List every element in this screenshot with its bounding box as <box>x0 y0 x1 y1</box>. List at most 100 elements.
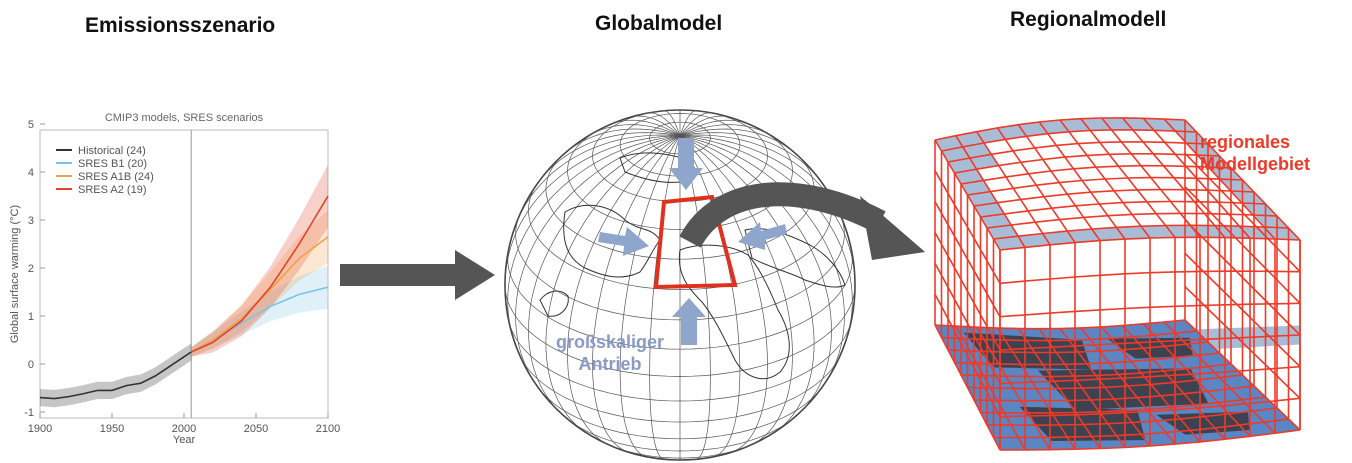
grid-cell <box>1123 201 1157 215</box>
heading-emission-scenario: Emissionsszenario <box>85 14 276 37</box>
flow-arrow-scenario-to-global <box>340 250 495 300</box>
chart-y-axis-label: Global surface warming (°C) <box>9 205 21 343</box>
legend-entry: SRES A1B (24) <box>78 171 154 183</box>
grid-cell <box>1122 117 1154 131</box>
grid-cell <box>1252 215 1289 228</box>
legend-entry: SRES A2 (19) <box>78 184 146 196</box>
grid-cell <box>1091 227 1125 241</box>
forcing-arrow-west <box>598 227 649 256</box>
grid-cell <box>1165 225 1200 238</box>
grid-cell <box>974 202 1005 217</box>
grid-cell <box>1028 171 1060 186</box>
legend-entry: Historical (24) <box>78 145 146 157</box>
grid-cell <box>1028 208 1060 223</box>
grid-cell <box>1064 155 1096 169</box>
regional-label-line1: regionales <box>1200 132 1290 152</box>
grid-cell <box>1034 145 1065 160</box>
grid-cell <box>1208 167 1243 180</box>
grid-cell <box>1082 179 1114 193</box>
y-tick-label: 5 <box>28 119 34 131</box>
forcing-arrow-east <box>738 222 787 250</box>
forcing-arrow-north <box>669 138 703 190</box>
grid-cell <box>984 139 1013 155</box>
grid-cell <box>954 169 984 184</box>
grid-cell <box>1020 159 1051 174</box>
grid-cell <box>948 158 977 173</box>
grid-cell <box>1164 119 1197 132</box>
y-tick-label: -1 <box>24 407 34 419</box>
grid-cell <box>1042 157 1074 171</box>
grid-cell <box>1004 210 1036 225</box>
grid-cell <box>998 162 1029 177</box>
series-line <box>39 351 192 400</box>
grid-cell <box>962 143 992 159</box>
forcing-arrows <box>598 138 787 345</box>
grid-cell <box>1141 225 1175 238</box>
x-tick-label: 2000 <box>172 423 196 435</box>
x-tick-label: 2100 <box>316 423 340 435</box>
grid-cell <box>1230 191 1266 204</box>
globe-model: großskaliger Antrieb <box>504 109 856 461</box>
grid-cell <box>1083 215 1117 229</box>
warming-chart: CMIP3 models, SRES scenarios Global surf… <box>9 112 340 446</box>
grid-cell <box>1011 222 1043 237</box>
grid-cell <box>1042 231 1075 245</box>
heading-global-model: Globalmodel <box>595 12 723 35</box>
legend-entry: SRES B1 (20) <box>78 158 147 170</box>
grid-cell <box>1056 143 1087 158</box>
grid-cell <box>1241 203 1277 216</box>
x-tick-label: 1900 <box>28 423 52 435</box>
grid-cell <box>1005 136 1035 151</box>
grid-cell <box>941 146 970 162</box>
y-tick-label: 0 <box>28 359 34 371</box>
regional-model-box: regionales Modellgebiet <box>934 117 1310 451</box>
grid-cell <box>1059 180 1091 195</box>
grid-cell <box>991 150 1021 166</box>
forcing-label-line2: Antrieb <box>579 354 642 374</box>
grid-cell <box>955 131 984 147</box>
y-tick-label: 1 <box>28 311 34 323</box>
y-tick-label: 3 <box>28 215 34 227</box>
grid-cell <box>1197 155 1231 168</box>
y-tick-label: 4 <box>28 167 34 179</box>
uncertainty-band <box>191 210 328 357</box>
grid-cell <box>1219 179 1254 192</box>
uncertainty-band <box>191 164 328 357</box>
grid-cell <box>1036 182 1068 197</box>
grid-cell <box>1143 118 1176 132</box>
grid-cell <box>969 154 999 170</box>
forcing-label-line1: großskaliger <box>556 332 664 352</box>
grid-cell <box>976 165 1006 181</box>
grid-cell <box>980 213 1012 228</box>
grid-cell <box>1067 229 1100 243</box>
uncertainty-band <box>40 343 192 408</box>
grid-cell <box>1006 173 1037 189</box>
grid-cell <box>1044 194 1076 209</box>
grid-cell <box>993 236 1025 250</box>
chart-x-axis-label: Year <box>173 434 196 446</box>
grid-cell <box>1107 214 1141 228</box>
regional-domain-box <box>653 194 738 290</box>
grid-cell <box>967 191 998 206</box>
grid-cell <box>1164 142 1198 156</box>
grid-cell <box>997 199 1028 214</box>
grid-cell <box>1013 185 1044 200</box>
grid-cell <box>1039 120 1069 134</box>
y-tick-label: 2 <box>28 263 34 275</box>
grid-cell <box>1090 190 1123 204</box>
grid-cell <box>1051 168 1083 183</box>
grid-cell <box>1132 213 1166 227</box>
grid-cell <box>1114 189 1147 203</box>
flow-arrow-global-to-regional <box>679 182 925 260</box>
grid-cell <box>1087 154 1119 168</box>
grid-cell <box>935 135 963 151</box>
grid-cell <box>1075 204 1108 218</box>
grid-cell <box>1047 131 1078 146</box>
uncertainty-band <box>191 265 328 357</box>
grid-cell <box>1156 213 1191 226</box>
grid-cell <box>961 180 991 195</box>
grid-cell <box>1051 205 1084 220</box>
grid-cell <box>1186 143 1220 156</box>
grid-cell <box>997 124 1027 140</box>
grid-cell <box>1096 166 1128 179</box>
